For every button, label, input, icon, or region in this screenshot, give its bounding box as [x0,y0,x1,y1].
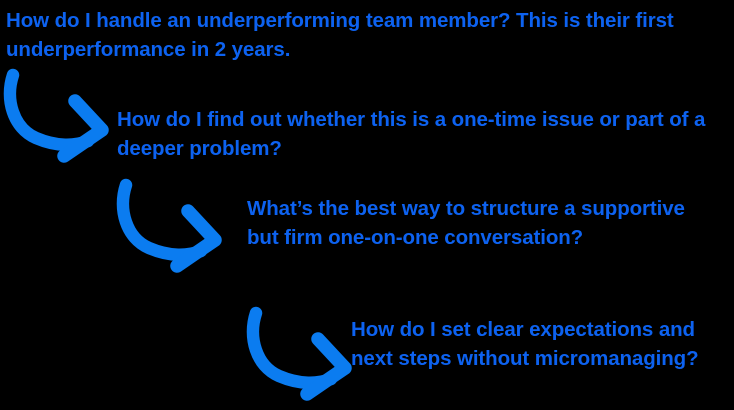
question-text-level-1: How do I find out whether this is a one-… [117,108,711,160]
curved-arrow-right-icon [3,68,109,163]
question-text-level-0: How do I handle an underperforming team … [6,9,680,61]
question-text-level-2: What’s the best way to structure a suppo… [247,197,691,249]
question-text-level-3: How do I set clear expectations and next… [351,318,701,370]
curved-arrow-right-icon [246,306,352,401]
curved-arrow-right-icon [116,178,222,273]
